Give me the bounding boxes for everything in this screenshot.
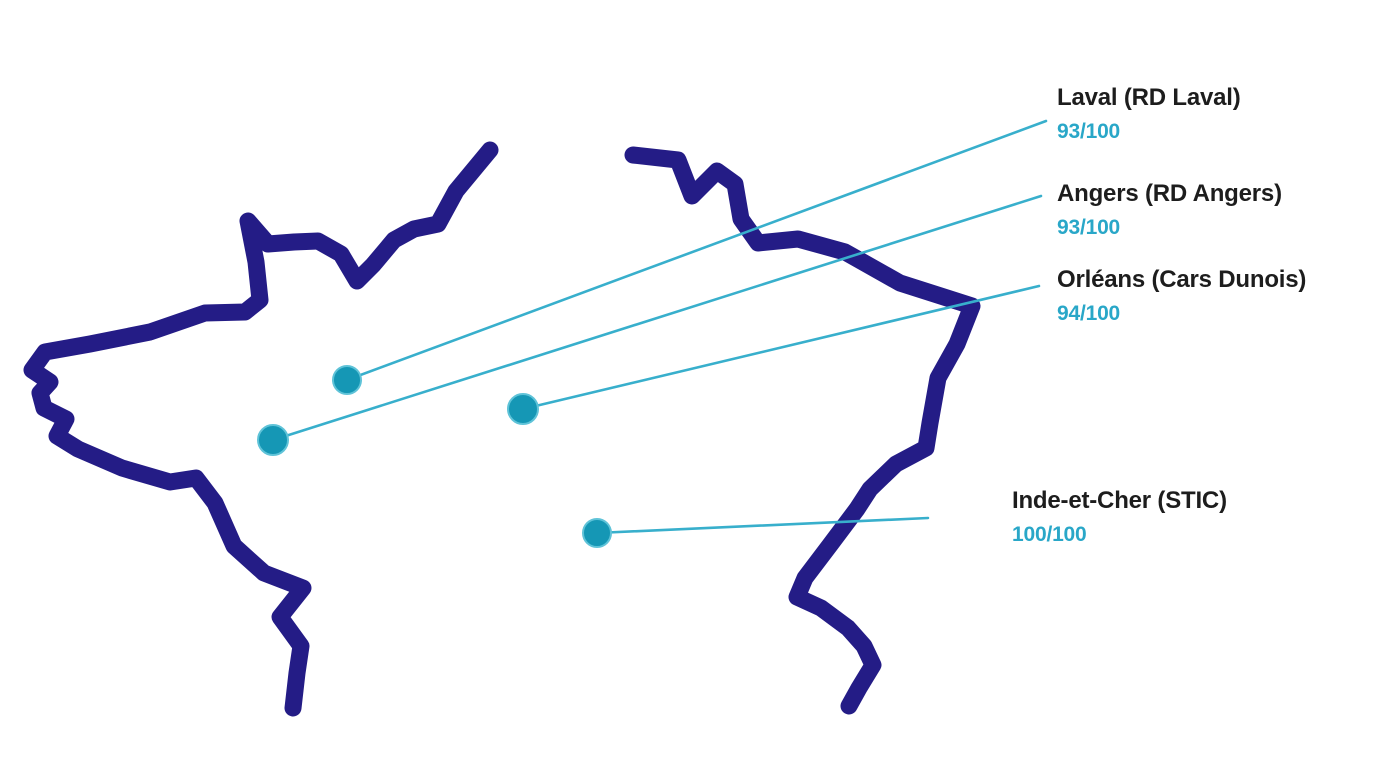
location-score: 100/100 <box>1012 523 1087 546</box>
location-dot <box>257 424 289 456</box>
location-dots <box>257 365 612 548</box>
location-name: Inde-et-Cher (STIC) <box>1012 487 1227 514</box>
leader-lines <box>271 119 1048 535</box>
location-name: Orléans (Cars Dunois) <box>1057 266 1307 293</box>
location-label: Laval (RD Laval) 93/100 <box>1057 84 1241 143</box>
location-label: Angers (RD Angers) 93/100 <box>1057 180 1282 239</box>
location-label: Orléans (Cars Dunois) 94/100 <box>1057 266 1306 325</box>
location-score: 93/100 <box>1057 216 1121 239</box>
location-score: 93/100 <box>1057 120 1121 143</box>
leader-line <box>271 194 1043 442</box>
leader-line <box>595 516 930 535</box>
map-outline-east <box>624 146 981 715</box>
location-dot <box>582 518 612 548</box>
location-label: Inde-et-Cher (STIC) 100/100 <box>1012 487 1227 546</box>
location-score: 94/100 <box>1057 302 1121 325</box>
leader-line <box>521 284 1041 411</box>
location-dot <box>332 365 362 395</box>
location-name: Angers (RD Angers) <box>1057 180 1282 207</box>
map-outline-west <box>23 141 499 717</box>
location-name: Laval (RD Laval) <box>1057 84 1241 111</box>
leader-line <box>345 119 1048 382</box>
location-dot <box>507 393 539 425</box>
